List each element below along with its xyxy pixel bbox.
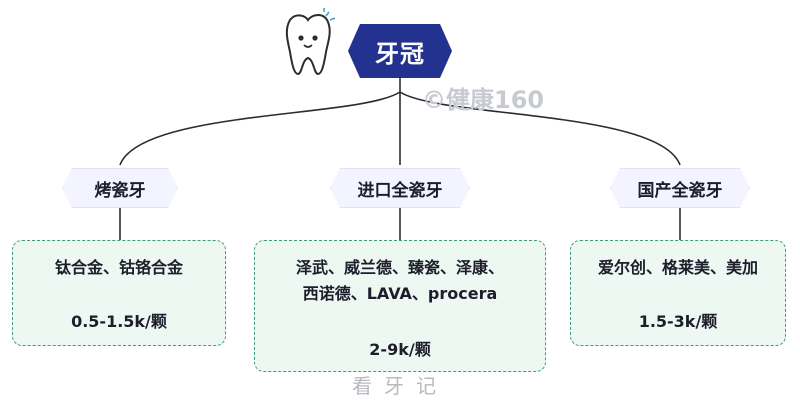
connector-left: [119, 91, 401, 166]
watermark-text: ©健康160: [422, 86, 545, 114]
bottom-watermark: 看牙记: [352, 374, 448, 398]
brands-text: 钛合金、钴铬合金: [54, 258, 183, 277]
brands-text-line1: 泽武、威兰德、臻瓷、泽康、: [295, 258, 504, 277]
price-text: 0.5-1.5k/颗: [71, 312, 167, 331]
price-text: 2-9k/颗: [369, 340, 431, 359]
root-node: 牙冠: [348, 24, 452, 78]
category-node-domestic-ceramic: 国产全瓷牙: [610, 168, 750, 208]
price-text: 1.5-3k/颗: [638, 312, 718, 331]
root-label: 牙冠: [375, 39, 425, 68]
brands-text: 爱尔创、格莱美、美加: [597, 258, 758, 277]
category-label: 烤瓷牙: [94, 180, 146, 201]
detail-box-domestic-ceramic: 爱尔创、格莱美、美加 1.5-3k/颗: [570, 240, 786, 346]
category-node-imported-ceramic: 进口全瓷牙: [330, 168, 470, 208]
connector-right: [399, 91, 681, 166]
detail-box-imported-ceramic: 泽武、威兰德、臻瓷、泽康、 西诺德、LAVA、procera 2-9k/颗: [254, 240, 546, 372]
category-label: 进口全瓷牙: [357, 180, 443, 201]
category-label: 国产全瓷牙: [637, 180, 723, 201]
tooth-icon: [285, 8, 336, 76]
detail-box-porcelain: 钛合金、钴铬合金 0.5-1.5k/颗: [12, 240, 226, 346]
category-node-porcelain: 烤瓷牙: [62, 168, 178, 208]
brands-text-line2: 西诺德、LAVA、procera: [302, 284, 498, 303]
